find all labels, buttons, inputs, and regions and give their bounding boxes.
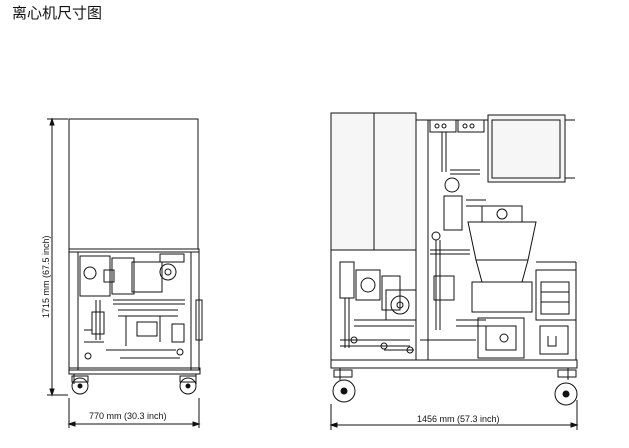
depth-label: 770 mm (30.3 inch): [89, 411, 167, 421]
width-dimension: 1456 mm (57.3 inch): [329, 400, 579, 430]
width-label: 1456 mm (57.3 inch): [417, 414, 500, 424]
height-label: 1715 mm (67.5 inch): [41, 235, 51, 318]
height-dimension: 1715 mm (67.5 inch): [41, 117, 68, 397]
depth-dimension: 770 mm (30.3 inch): [67, 398, 201, 428]
front-view: [330, 112, 578, 406]
page-title: 离心机尺寸图: [12, 5, 103, 22]
side-view: [68, 118, 203, 395]
